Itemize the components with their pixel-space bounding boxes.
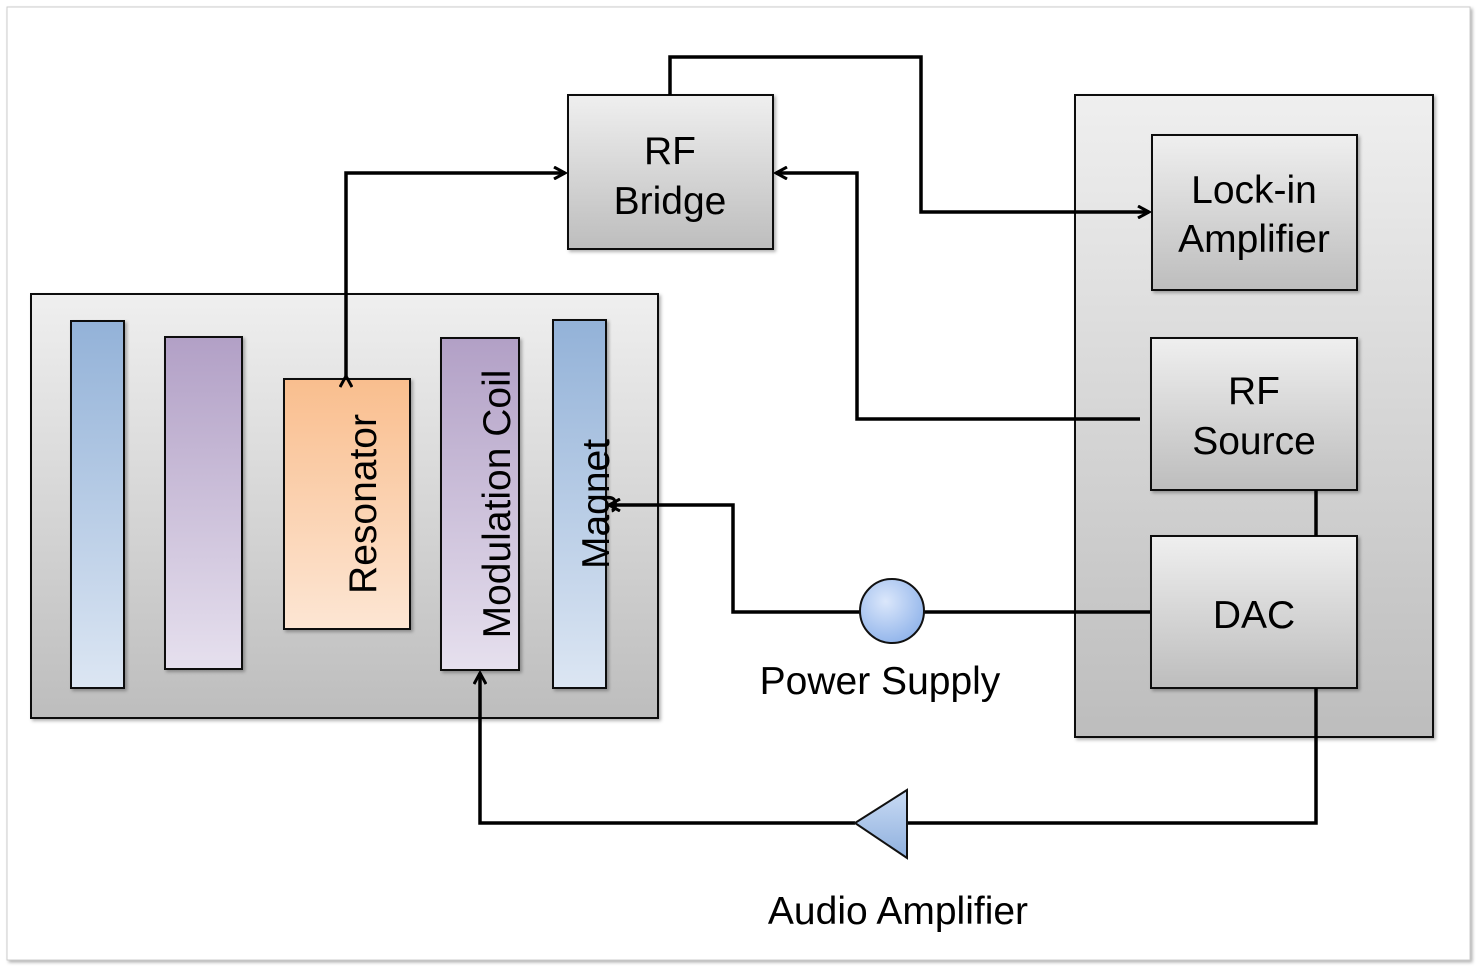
power-supply-icon: [859, 578, 925, 644]
dac-to-audio-amp-wire: [907, 688, 1318, 825]
bridge-resonator-wire: [346, 173, 565, 376]
power-supply-label: Power Supply: [760, 660, 1001, 703]
left-magnet-pole: [70, 320, 125, 689]
lock-in-amplifier-block: [1151, 134, 1358, 291]
power-supply-to-magnet-wire: [609, 505, 860, 614]
left-modulation-coil: [164, 336, 243, 670]
rf-bridge-label-line2: Bridge: [614, 180, 727, 223]
resonator-block: [283, 378, 411, 630]
dac-block: [1150, 535, 1358, 689]
rf-bridge-block: [567, 94, 774, 250]
resonator-label: Resonator: [342, 414, 385, 594]
modulation-coil-label: Modulation Coil: [476, 370, 519, 639]
rf-source-block: [1150, 337, 1358, 491]
rf-source-label-line1: RF: [1228, 370, 1280, 413]
rf-bridge-label-line1: RF: [644, 130, 696, 173]
dac-label: DAC: [1213, 594, 1295, 637]
audio-amplifier-label: Audio Amplifier: [768, 890, 1028, 933]
lock-in-label-line2: Amplifier: [1178, 218, 1330, 261]
modulation-coil-block: [440, 337, 520, 671]
rfsource-to-bridge-wire: [776, 173, 1140, 421]
lock-in-label-line1: Lock-in: [1191, 169, 1317, 212]
rf-source-label-line2: Source: [1192, 420, 1316, 463]
audio-amplifier-icon: [853, 788, 908, 860]
bridge-to-lockin-wire: [668, 55, 1149, 212]
audio-amp-to-coil-wire: [480, 673, 855, 825]
